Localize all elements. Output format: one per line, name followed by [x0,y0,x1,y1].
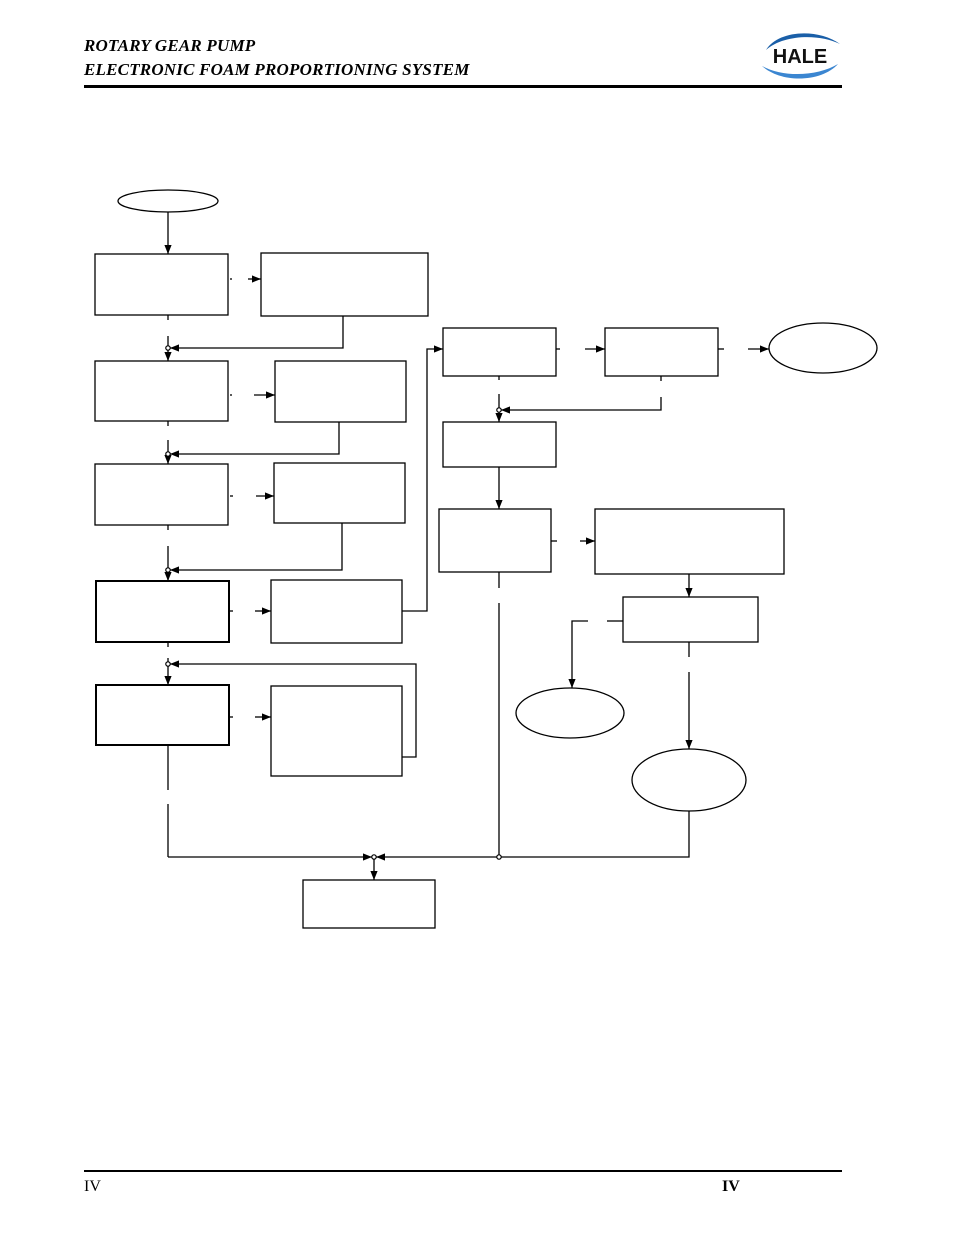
left-box-4 [95,580,230,643]
junction-dot [165,567,171,573]
side-box-4 [270,579,403,644]
side-box-5 [270,685,403,777]
logo-swoosh-bottom [762,64,838,79]
footer-section-label-right: IV [722,1178,740,1195]
bottom-box [302,879,436,929]
end-oval-top-right [768,322,878,374]
left-box-1 [94,253,229,316]
side-box-1 [260,252,429,317]
right-box-wide [594,508,785,575]
junction-dot [371,854,377,860]
junction-dot [496,407,502,413]
footer-section-label-left: IV [84,1178,101,1195]
side-box-2 [274,360,407,423]
end-oval-lower-left [515,687,625,739]
header-title-line1: ROTARY GEAR PUMP [84,36,256,55]
left-box-2 [94,360,229,422]
side-box-3 [273,462,406,524]
hale-logo: HALE [762,33,840,79]
junction-dot [165,451,171,457]
junction-dot [165,661,171,667]
footer-rule [84,1170,842,1172]
right-box-small [622,596,759,643]
logo-swoosh-top [766,33,840,50]
right-box-top-2 [604,327,719,377]
header-rule [84,85,842,88]
left-box-3 [94,463,229,526]
header-title-line2: ELECTRONIC FOAM PROPORTIONING SYSTEM [84,60,470,79]
junction-dot [496,854,502,860]
left-box-5 [95,684,230,746]
end-oval-lower-right [631,748,747,812]
logo-text: HALE [773,46,827,68]
right-box-top-1 [442,327,557,377]
right-box-mid [442,421,557,468]
start-oval [117,189,219,213]
junction-dot [165,345,171,351]
right-box-decision [438,508,552,573]
